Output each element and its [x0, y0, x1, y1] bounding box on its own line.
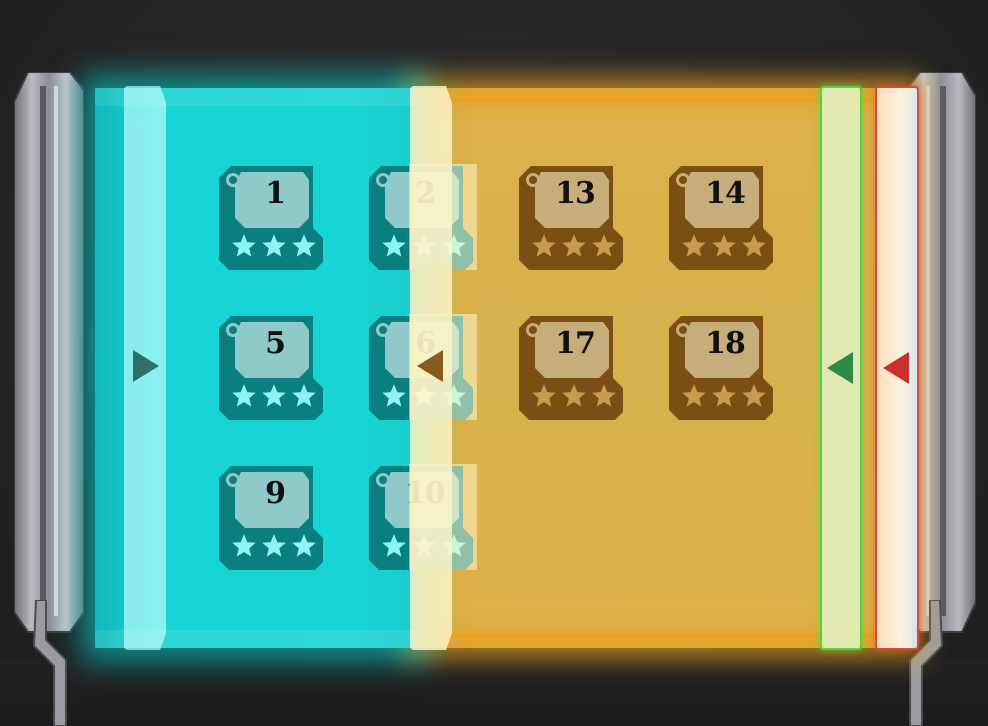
- star-icon: [382, 234, 406, 258]
- cyan-page-tab[interactable]: [124, 86, 166, 650]
- star-icon: [262, 384, 286, 408]
- star-icon: [682, 384, 706, 408]
- cyan-panel-top-band: [95, 88, 415, 106]
- level-number: 5: [265, 326, 286, 361]
- star-icon: [562, 234, 586, 258]
- star-icon: [712, 384, 736, 408]
- level-18-button[interactable]: 18: [667, 314, 777, 420]
- star-icon: [262, 534, 286, 558]
- level-number: 1: [265, 176, 286, 211]
- arrow-left-icon: [413, 346, 449, 386]
- right-metal-frame: [906, 72, 976, 642]
- star-icon: [712, 234, 736, 258]
- cyan-panel-bottom-band: [95, 630, 415, 648]
- star-icon: [232, 234, 256, 258]
- level-17-button[interactable]: 17: [517, 314, 627, 420]
- level-stars: [679, 384, 769, 408]
- level-stars: [229, 534, 319, 558]
- orange-panel-top-edge: [412, 98, 912, 102]
- orange-panel-bottom-edge: [412, 634, 912, 638]
- red-page-tab[interactable]: [875, 86, 919, 650]
- star-icon: [532, 234, 556, 258]
- left-frame-leg: [30, 600, 70, 726]
- arrow-left-icon: [879, 348, 915, 388]
- level-number: 13: [555, 176, 596, 211]
- star-icon: [592, 384, 616, 408]
- level-stars: [229, 234, 319, 258]
- star-icon: [562, 384, 586, 408]
- cream-page-tab[interactable]: [410, 86, 452, 650]
- level-number: 9: [265, 476, 286, 511]
- arrow-left-icon: [823, 348, 859, 388]
- level-stars: [229, 384, 319, 408]
- star-icon: [232, 534, 256, 558]
- star-icon: [292, 384, 316, 408]
- star-icon: [262, 234, 286, 258]
- level-stars: [679, 234, 769, 258]
- star-icon: [742, 384, 766, 408]
- level-13-button[interactable]: 13: [517, 164, 627, 270]
- level-number: 17: [555, 326, 596, 361]
- star-icon: [532, 384, 556, 408]
- star-icon: [592, 234, 616, 258]
- level-number: 14: [705, 176, 746, 211]
- left-metal-frame: [14, 72, 84, 642]
- star-icon: [292, 234, 316, 258]
- star-icon: [292, 534, 316, 558]
- star-icon: [742, 234, 766, 258]
- star-icon: [232, 384, 256, 408]
- star-icon: [682, 234, 706, 258]
- star-icon: [382, 534, 406, 558]
- level-stars: [529, 234, 619, 258]
- arrow-right-icon: [127, 346, 163, 386]
- floor: [0, 660, 988, 726]
- level-number: 18: [705, 326, 746, 361]
- level-14-button[interactable]: 14: [667, 164, 777, 270]
- level-stars: [529, 384, 619, 408]
- green-page-tab[interactable]: [820, 86, 862, 650]
- level-1-button[interactable]: 1: [217, 164, 327, 270]
- right-frame-leg: [906, 600, 946, 726]
- level-5-button[interactable]: 5: [217, 314, 327, 420]
- level-9-button[interactable]: 9: [217, 464, 327, 570]
- star-icon: [382, 384, 406, 408]
